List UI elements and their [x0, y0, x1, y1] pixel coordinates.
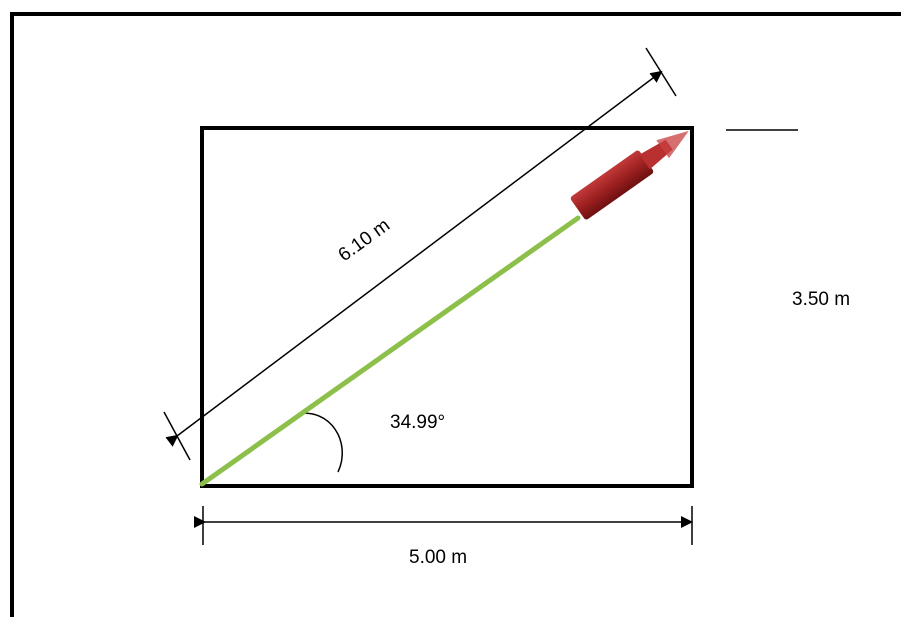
height-label: 3.50 m — [792, 289, 850, 310]
base-label: 5.00 m — [409, 547, 467, 568]
hypotenuse-dimension-line — [165, 70, 663, 447]
rod — [199, 215, 581, 487]
outer-frame — [10, 12, 901, 617]
hypotenuse-label: 6.10 m — [335, 215, 394, 266]
angle-arc — [297, 412, 343, 473]
angle-label: 34.99° — [390, 412, 445, 433]
red-cylinder — [570, 130, 689, 220]
